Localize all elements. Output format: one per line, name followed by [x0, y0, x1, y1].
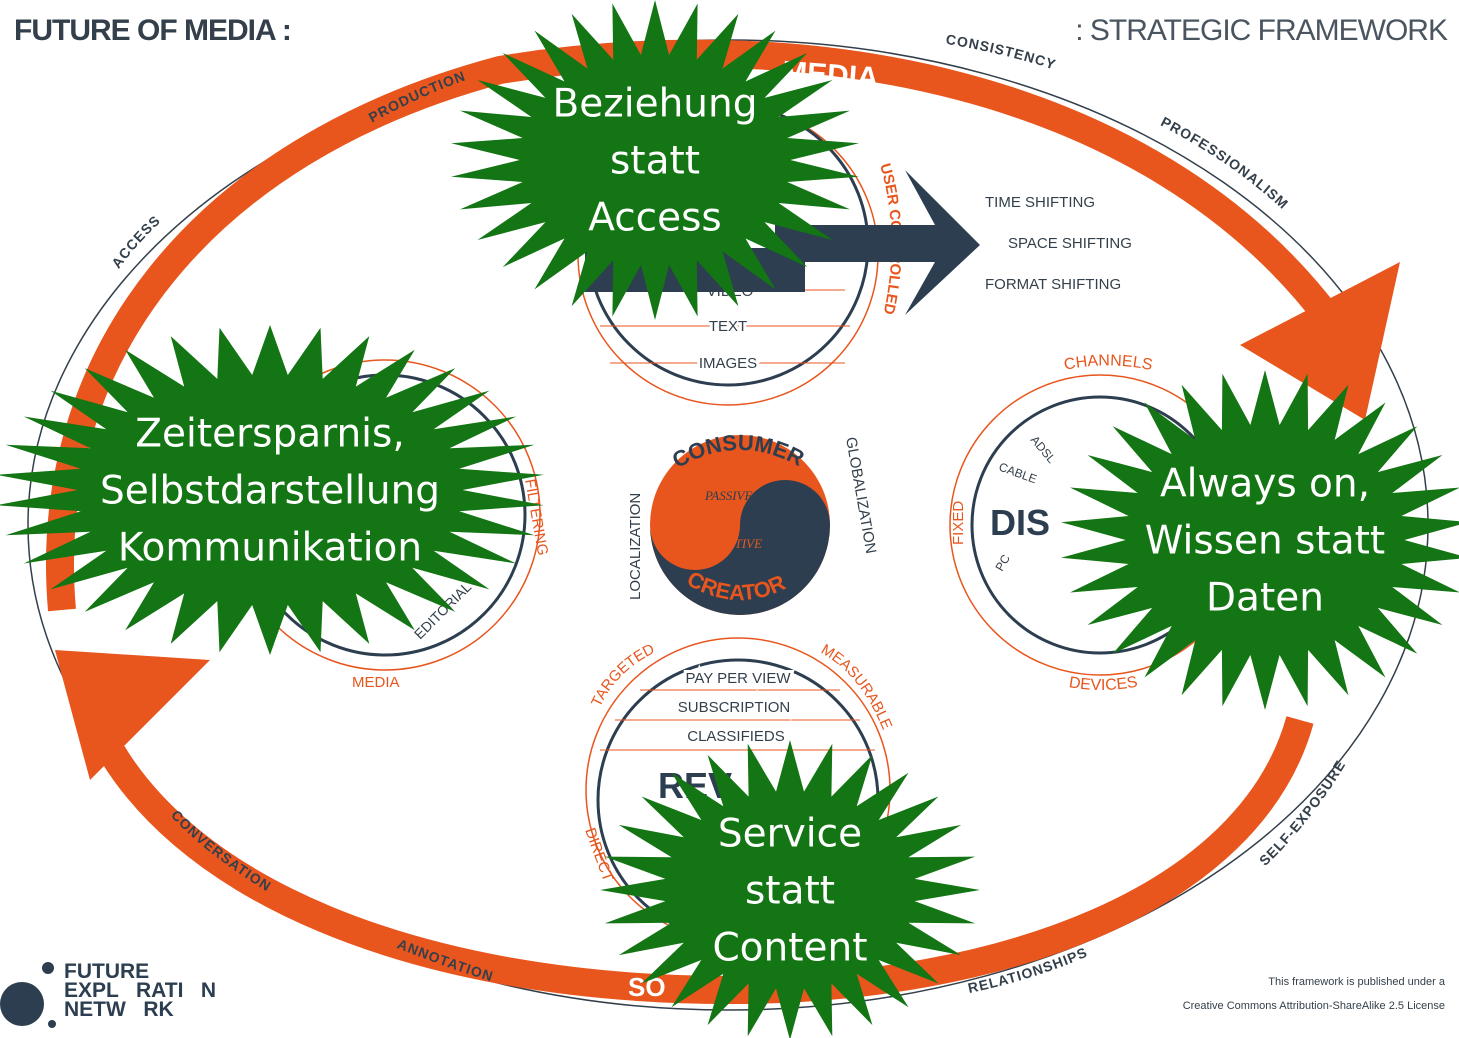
- revenue-item-ppv: PAY PER VIEW: [685, 670, 791, 687]
- revenue-targeted: TARGETED: [588, 640, 657, 709]
- starburst-bottom-line-2: statt: [745, 869, 835, 914]
- svg-text:CONSISTENCY: CONSISTENCY: [945, 31, 1058, 73]
- starburst-right-line-3: Daten: [1206, 576, 1324, 621]
- future-exploration-network-logo: FUTURE EXPL RATI N NETW RK: [0, 960, 260, 1036]
- shifting-arrow: [775, 170, 980, 315]
- starburst-top-line-1: Beziehung: [553, 82, 758, 127]
- starburst-bottom: [600, 740, 980, 1038]
- svg-text:CHANNELS: CHANNELS: [1063, 352, 1154, 374]
- starburst-top-line-3: Access: [588, 196, 722, 241]
- center-active: ACTIVE: [717, 536, 762, 551]
- starburst-left-line-1: Zeitersparnis,: [135, 412, 404, 457]
- bottom-banner-label: SO: [628, 972, 666, 1002]
- starburst-top: [451, 0, 859, 320]
- revenue-measurable: MEASURABLE: [818, 641, 895, 732]
- logo-dots-icon: [0, 962, 56, 1028]
- starburst-left-line-2: Selbstdarstellung: [100, 469, 440, 514]
- logo-line-1: FUTURE: [64, 960, 150, 983]
- dist-item-cable: CABLE: [997, 460, 1039, 487]
- dist-channels: CHANNELS: [1063, 352, 1154, 374]
- starburst-left: [0, 325, 544, 655]
- content-item-images: IMAGES: [699, 355, 757, 372]
- starburst-bottom-line-3: Content: [712, 926, 867, 971]
- starburst-left-line-3: Kommunikation: [118, 526, 422, 571]
- starburst-right-line-1: Always on,: [1160, 462, 1370, 507]
- dist-title: DIS: [990, 502, 1050, 543]
- starburst-right-line-2: Wissen statt: [1145, 519, 1385, 564]
- svg-text:DEVICES: DEVICES: [1068, 674, 1139, 694]
- revenue-item-subscription: SUBSCRIPTION: [678, 699, 791, 716]
- center-globalization: GLOBALIZATION: [842, 436, 879, 555]
- ring-label-consistency: CONSISTENCY: [945, 31, 1057, 73]
- starburst-top-line-2: statt: [610, 139, 700, 184]
- revenue-direct: DIRECT: [581, 826, 616, 884]
- left-circle-media: MEDIA: [352, 674, 400, 691]
- logo-line-2: EXPL RATI N: [64, 979, 217, 1002]
- orange-arrowhead-right: [1240, 262, 1400, 420]
- license-line-2: Creative Commons Attribution-ShareAlike …: [1182, 1000, 1445, 1012]
- content-item-text: TEXT: [709, 318, 747, 335]
- license-line-1: This framework is published under a: [1268, 976, 1445, 988]
- dist-item-pc: PC: [992, 552, 1013, 574]
- center-passive: PASSIVE: [704, 488, 752, 503]
- dist-item-adsl: ADSL: [1028, 433, 1059, 466]
- dist-devices: DEVICES: [1068, 674, 1139, 694]
- center-localization: LOCALIZATION: [627, 493, 644, 600]
- starburst-right: [1061, 370, 1459, 710]
- center-yin-yang-dark: [650, 480, 830, 615]
- header-title-right: : STRATEGIC FRAMEWORK: [1075, 14, 1448, 47]
- shifting-time: TIME SHIFTING: [985, 194, 1095, 211]
- revenue-item-classifieds: CLASSIFIEDS: [687, 728, 785, 745]
- svg-text:TARGETED: TARGETED: [588, 640, 657, 709]
- orange-arrowhead-left: [55, 650, 210, 780]
- dist-fixed: FIXED: [950, 501, 967, 545]
- svg-text:MEASURABLE: MEASURABLE: [818, 641, 895, 732]
- shifting-space: SPACE SHIFTING: [1008, 235, 1132, 252]
- shifting-format: FORMAT SHIFTING: [985, 276, 1121, 293]
- starburst-bottom-line-1: Service: [718, 812, 862, 857]
- logo-line-3: NETW RK: [64, 998, 174, 1021]
- header-title-left: FUTURE OF MEDIA :: [14, 14, 292, 47]
